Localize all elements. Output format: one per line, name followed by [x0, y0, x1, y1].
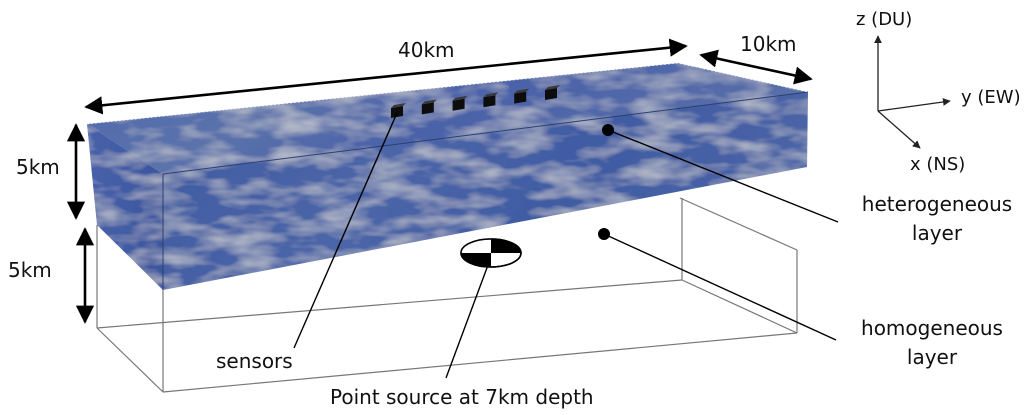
point-source-label: Point source at 7km depth	[330, 385, 594, 409]
block-side-face	[87, 124, 163, 290]
width-label: 10km	[740, 32, 797, 56]
point-source-beachball-icon	[460, 238, 522, 268]
sensors-label: sensors	[216, 349, 293, 373]
coordinate-axes	[874, 35, 951, 149]
y-axis	[877, 98, 951, 112]
point-source-leader	[445, 256, 492, 379]
dimension-arrows	[66, 38, 813, 324]
homogeneous-label-line2: layer	[907, 345, 958, 369]
length-label: 40km	[398, 38, 455, 62]
heterogeneous-marker-dot	[602, 124, 614, 136]
homogeneous-label-line1: homogeneous	[861, 316, 1003, 340]
width-arrow	[699, 49, 813, 85]
heterogeneous-label-line1: heterogeneous	[862, 192, 1012, 216]
axis-z-label: z (DU)	[856, 9, 912, 30]
length-arrow	[84, 38, 688, 115]
homogeneous-marker-dot	[598, 228, 610, 240]
leader-lines	[293, 112, 839, 379]
sensors-leader	[293, 112, 398, 349]
homogeneous-leader	[603, 233, 837, 341]
x-axis	[877, 110, 921, 149]
axis-y-label: y (EW)	[961, 87, 1021, 108]
lower-depth-label: 5km	[8, 258, 52, 282]
axis-x-label: x (NS)	[910, 154, 965, 175]
heterogeneous-label-line2: layer	[912, 221, 963, 245]
block-front-face	[163, 92, 808, 290]
upper-depth-label: 5km	[16, 155, 60, 179]
homogeneous-box-wireframe	[96, 197, 798, 393]
heterogeneous-leader	[607, 129, 839, 223]
